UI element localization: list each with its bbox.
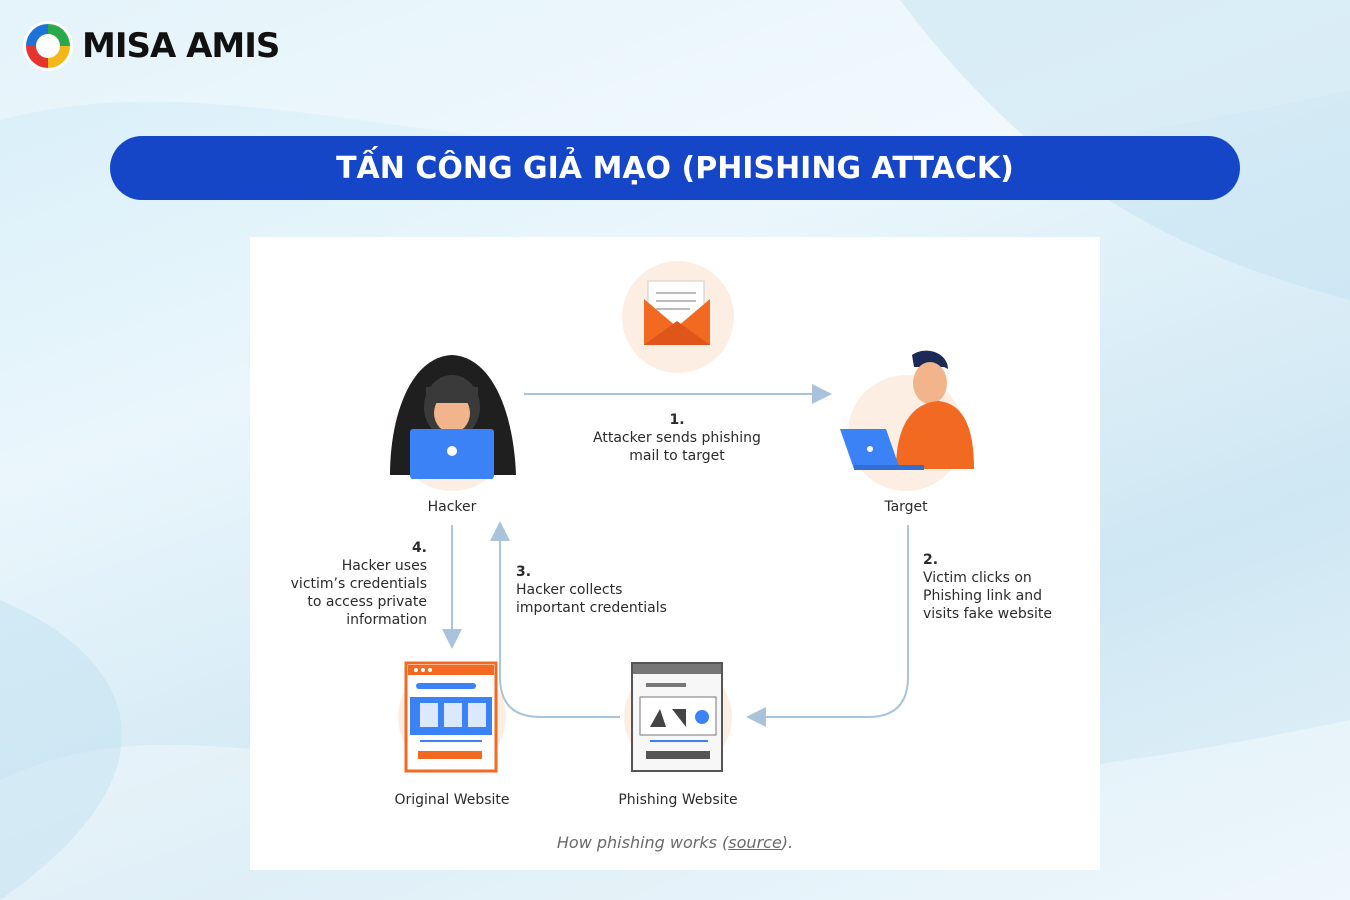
hacker-icon bbox=[390, 355, 516, 491]
brand-name: MISA AMIS bbox=[82, 26, 280, 66]
caption-suffix: ). bbox=[781, 833, 794, 852]
node-label-hacker: Hacker bbox=[427, 499, 477, 515]
step-2-line-3: visits fake website bbox=[923, 606, 1053, 622]
envelope-icon bbox=[622, 261, 734, 373]
target-person-icon bbox=[840, 350, 974, 491]
arrow-step-2 bbox=[746, 525, 909, 727]
step-1-line-2: mail to target bbox=[629, 448, 725, 464]
step-3-number: 3. bbox=[516, 564, 532, 580]
step-1-line-1: Attacker sends phishing bbox=[593, 430, 761, 446]
step-4-label: 4. Hacker uses victim’s credentials to a… bbox=[268, 539, 427, 629]
arrow-step-3 bbox=[490, 521, 620, 718]
node-label-phishing-website: Phishing Website bbox=[618, 792, 738, 808]
step-2-line-2: Phishing link and bbox=[923, 588, 1043, 604]
diagram-card: Hacker Target Original Website Phishing … bbox=[250, 237, 1100, 870]
step-2-label: 2. Victim clicks on Phishing link and vi… bbox=[923, 551, 1052, 623]
brand-logo: MISA AMIS bbox=[22, 20, 280, 72]
step-3-line-2: important credentials bbox=[516, 600, 667, 616]
banner-title: TẤN CÔNG GIẢ MẠO (PHISHING ATTACK) bbox=[336, 150, 1014, 186]
caption-source-link[interactable]: source bbox=[728, 833, 782, 852]
step-1-label: 1. Attacker sends phishing mail to targe… bbox=[568, 411, 786, 465]
step-3-label: 3. Hacker collects important credentials bbox=[516, 563, 667, 617]
diagram-graphics bbox=[390, 261, 974, 773]
step-4-line-2: victim’s credentials bbox=[290, 576, 427, 592]
step-2-line-1: Victim clicks on bbox=[923, 570, 1032, 586]
step-2-number: 2. bbox=[923, 552, 939, 568]
step-3-line-1: Hacker collects bbox=[516, 582, 623, 598]
original-website-icon bbox=[398, 661, 506, 773]
diagram-caption: How phishing works (source). bbox=[250, 833, 1100, 852]
step-4-line-4: information bbox=[346, 612, 427, 628]
step-4-line-1: Hacker uses bbox=[341, 558, 427, 574]
title-banner: TẤN CÔNG GIẢ MẠO (PHISHING ATTACK) bbox=[110, 136, 1240, 200]
node-label-original-website: Original Website bbox=[394, 792, 510, 808]
caption-prefix: How phishing works ( bbox=[556, 833, 729, 852]
step-4-number: 4. bbox=[411, 540, 427, 556]
phishing-website-icon bbox=[624, 662, 732, 772]
step-4-line-3: to access private bbox=[307, 594, 427, 610]
node-label-target: Target bbox=[884, 499, 928, 515]
misa-logo-icon bbox=[23, 21, 73, 71]
step-1-number: 1. bbox=[669, 412, 685, 428]
